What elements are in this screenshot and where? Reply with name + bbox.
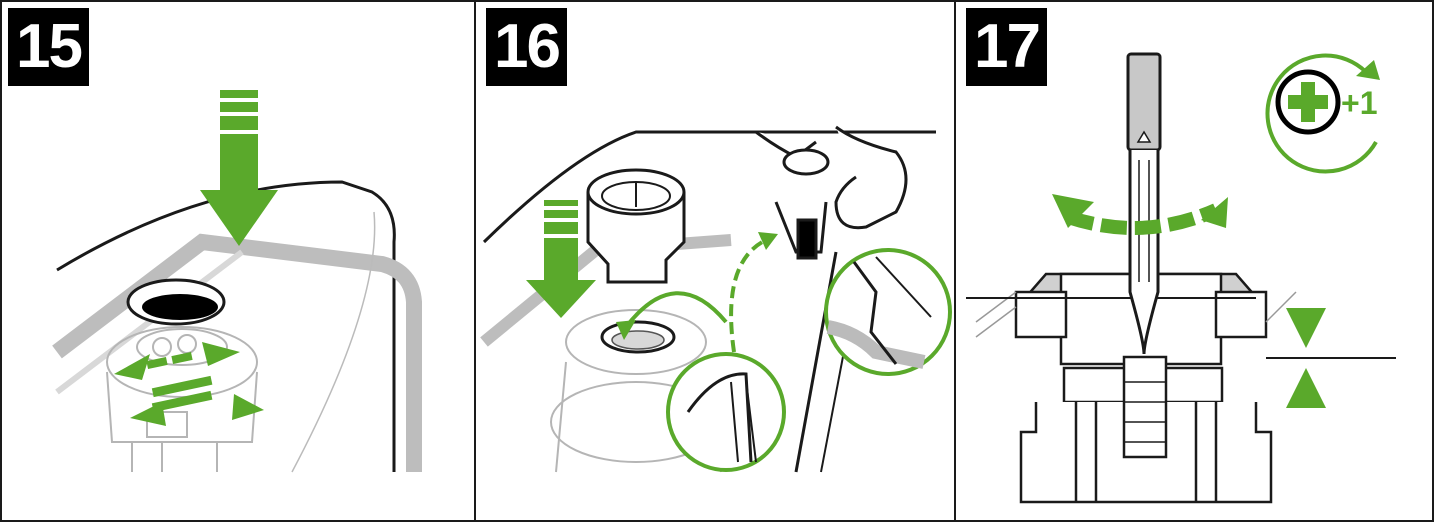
cistern-outline xyxy=(56,180,396,472)
detail-magnifier-right xyxy=(824,248,952,376)
step-number-badge: 16 xyxy=(486,8,567,86)
insert-arrow xyxy=(729,238,767,353)
step-number-badge: 15 xyxy=(8,8,89,86)
transfer-arrow xyxy=(624,291,728,329)
adjust-increment-label: +1 xyxy=(1341,85,1377,121)
detail-magnifier-left xyxy=(666,352,786,472)
step-17-illustration: +1 xyxy=(966,52,1396,504)
step-15-illustration xyxy=(52,90,422,473)
spread-arrows xyxy=(114,342,264,426)
cistern-outline xyxy=(482,130,936,244)
step-16-panel: 16 xyxy=(474,0,956,522)
press-down-arrow xyxy=(526,200,596,318)
cistern-rim xyxy=(52,233,422,472)
step-15-panel: 15 xyxy=(0,0,476,522)
press-down-arrow xyxy=(200,90,278,246)
step-16-illustration xyxy=(480,125,952,473)
hand-with-tool xyxy=(755,125,908,260)
turn-screwdriver-arrow xyxy=(1052,194,1228,235)
step-17-panel: +1 xyxy=(954,0,1434,522)
sleeve-part xyxy=(586,168,686,284)
rotate-clockwise-indicator: +1 xyxy=(1265,53,1380,174)
phillips-screw-icon xyxy=(1288,82,1328,122)
gap-indicator-arrows xyxy=(1286,308,1326,408)
step-number-badge: 17 xyxy=(966,8,1047,86)
